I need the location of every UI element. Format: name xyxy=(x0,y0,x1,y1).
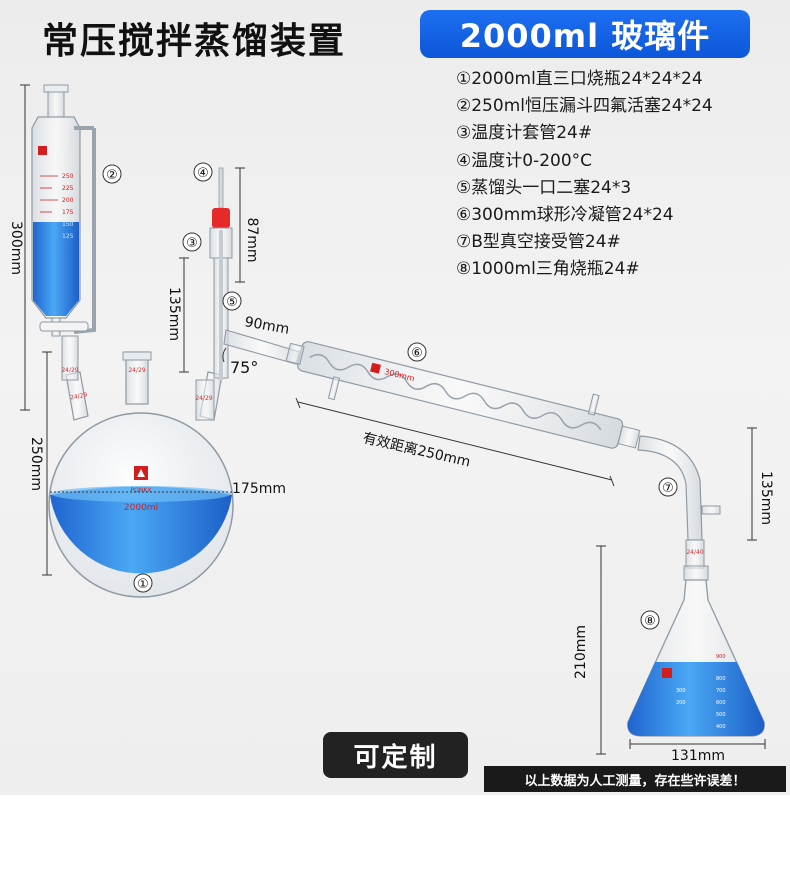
erlen-scale-label: 900 xyxy=(716,654,726,660)
dim-sleeve: 135mm xyxy=(166,287,182,341)
erlenmeyer-flask: 800 700 600 500 400 300 200 900 xyxy=(627,565,765,737)
parts-list-item: ④温度计0-200°C xyxy=(456,150,593,171)
erlen-scale-label: 200 xyxy=(676,700,686,706)
dimension-lines xyxy=(20,84,766,755)
erlen-scale-label: 400 xyxy=(716,724,726,730)
brand-logo-icon xyxy=(370,362,382,374)
parts-list-item: ①2000ml直三口烧瓶24*24*24 xyxy=(456,69,703,89)
flask-volume-label: 2000ml xyxy=(124,503,158,513)
round-bottom-flask: PONKX 2000ml 24/29 24/29 xyxy=(48,351,234,598)
funnel-scale-label: 150 xyxy=(62,221,74,228)
thermometer-assembly: 24/29 xyxy=(195,167,233,421)
apparatus-diagram: PONKX 2000ml 24/29 24/29 250 225 200 175… xyxy=(8,84,774,764)
marker-8: ⑧ xyxy=(644,614,656,629)
distillation-head xyxy=(223,329,301,365)
erlen-scale-label: 600 xyxy=(716,700,726,706)
parts-list-item: ⑧1000ml三角烧瓶24# xyxy=(456,259,640,280)
marker-5: ⑤ xyxy=(226,295,238,310)
funnel-scale-label: 175 xyxy=(62,209,74,216)
vacuum-adapter: 24/40 xyxy=(637,435,721,569)
erlen-scale-label: 800 xyxy=(716,676,726,682)
erlen-scale-label: 500 xyxy=(716,712,726,718)
page-title: 常压搅拌蒸馏装置 xyxy=(42,21,347,62)
brand-label: PONKX xyxy=(131,487,152,494)
joint-label: 24/40 xyxy=(686,549,703,556)
product-poster: 常压搅拌蒸馏装置 2000ml 玻璃件 ①2000ml直三口烧瓶24*24*24… xyxy=(0,0,790,795)
dim-erlen-width: 131mm xyxy=(671,748,725,764)
parts-list-item: ②250ml恒压漏斗四氟活塞24*24 xyxy=(456,96,713,117)
dim-adapter-height: 135mm xyxy=(758,471,774,525)
marker-6: ⑥ xyxy=(411,346,423,361)
parts-list-item: ⑤蒸馏头一口二塞24*3 xyxy=(456,177,632,198)
parts-list: ①2000ml直三口烧瓶24*24*24 ②250ml恒压漏斗四氟活塞24*24… xyxy=(456,66,713,284)
capacity-badge: 2000ml 玻璃件 xyxy=(420,10,750,58)
dim-funnel-height: 300mm xyxy=(8,221,24,275)
funnel-scale-label: 250 xyxy=(62,173,74,180)
erlen-scale-label: 700 xyxy=(716,688,726,694)
brand-logo-icon xyxy=(38,146,47,155)
dim-flask-width: 175mm xyxy=(232,481,286,497)
marker-1: ① xyxy=(137,577,149,592)
thermometer-cap xyxy=(212,208,230,228)
dim-flask-height: 250mm xyxy=(28,437,44,491)
dim-erlen-height: 210mm xyxy=(573,625,589,679)
dim-condenser-effective: 有效距离250mm xyxy=(361,429,472,470)
thermometer xyxy=(218,167,224,209)
dim-angle: 75° xyxy=(230,358,258,377)
erlen-scale-label: 300 xyxy=(676,688,686,694)
joint-label: 24/29 xyxy=(195,395,212,402)
funnel-scale-label: 200 xyxy=(62,197,74,204)
bulb-condenser: 300mm xyxy=(285,341,641,449)
dropping-funnel: 250 225 200 175 150 125 24/29 xyxy=(31,84,96,381)
marker-4: ④ xyxy=(197,166,209,181)
parts-list-item: ③温度计套管24# xyxy=(456,123,593,144)
parts-list-item: ⑦B型真空接受管24# xyxy=(456,232,621,253)
marker-2: ② xyxy=(106,168,118,183)
brand-logo-icon xyxy=(662,668,672,678)
joint-label: 24/29 xyxy=(61,367,78,374)
marker-3: ③ xyxy=(186,236,198,251)
dim-side-arm: 90mm xyxy=(243,314,290,338)
measurement-footnote: 以上数据为人工测量，存在些许误差！ xyxy=(484,766,786,792)
customizable-button[interactable]: 可定制 xyxy=(323,732,468,778)
funnel-scale-label: 225 xyxy=(62,185,74,192)
marker-7: ⑦ xyxy=(662,481,674,496)
funnel-scale-label: 125 xyxy=(62,233,74,240)
joint-label: 24/29 xyxy=(128,367,145,374)
ptfe-stopcock xyxy=(39,321,89,332)
joint-label: 24/29 xyxy=(70,392,88,402)
dim-thermometer: 87mm xyxy=(244,217,260,262)
parts-list-item: ⑥300mm球形冷凝管24*24 xyxy=(456,204,674,225)
